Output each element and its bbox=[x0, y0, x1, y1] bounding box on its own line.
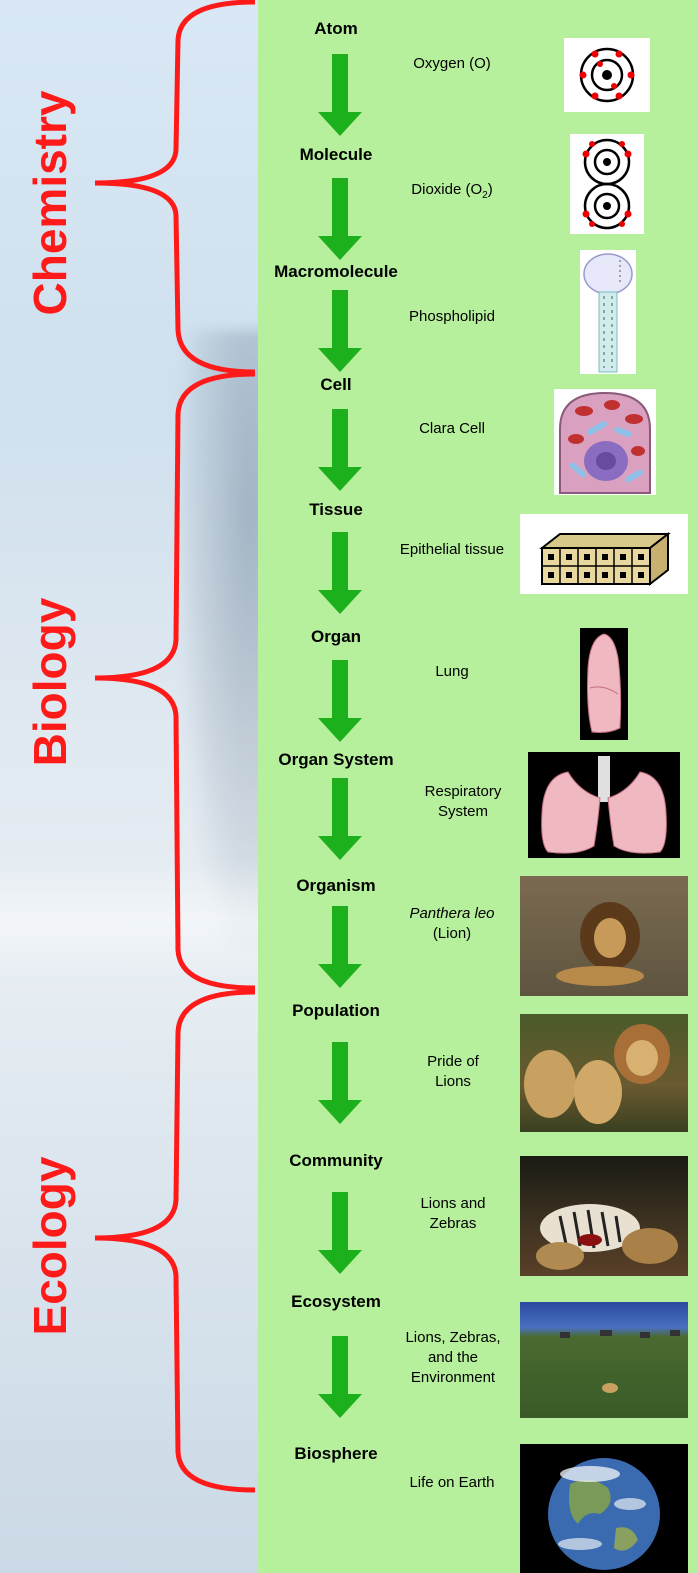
level-name-macromolecule: Macromolecule bbox=[246, 262, 426, 282]
arrow-down-icon bbox=[318, 1042, 362, 1124]
oxygen-atom-icon bbox=[564, 38, 650, 112]
level-name-cell: Cell bbox=[246, 375, 426, 395]
example-ecosystem: Lions, Zebras, and the Environment bbox=[398, 1328, 508, 1388]
example-community: Lions and Zebras bbox=[408, 1194, 498, 1234]
lions-zebras-photo bbox=[520, 1156, 688, 1276]
example-molecule: Dioxide (O2) bbox=[382, 180, 522, 206]
example-organ-system: Respiratory System bbox=[413, 782, 513, 822]
level-name-organ: Organ bbox=[246, 627, 426, 647]
example-macromolecule: Phospholipid bbox=[382, 307, 522, 327]
arrow-down-icon bbox=[318, 532, 362, 614]
example-tissue: Epithelial tissue bbox=[382, 540, 522, 560]
oxygen-molecule-icon bbox=[570, 134, 644, 234]
field-label-ecology: Ecology bbox=[22, 1076, 78, 1416]
phospholipid-icon bbox=[580, 250, 636, 374]
arrow-down-icon bbox=[318, 178, 362, 260]
arrow-down-icon bbox=[318, 1192, 362, 1274]
savanna-photo bbox=[520, 1302, 688, 1418]
arrow-down-icon bbox=[318, 906, 362, 988]
level-name-community: Community bbox=[246, 1151, 426, 1171]
hierarchy-panel: Atom Molecule Macromolecule Cell Tissue … bbox=[258, 0, 697, 1573]
level-name-molecule: Molecule bbox=[246, 145, 426, 165]
arrow-down-icon bbox=[318, 1336, 362, 1418]
example-population: Pride of Lions bbox=[413, 1052, 493, 1092]
arrow-down-icon bbox=[318, 409, 362, 491]
arrow-down-icon bbox=[318, 290, 362, 372]
respiratory-system-icon bbox=[528, 752, 680, 858]
pride-of-lions-photo bbox=[520, 1014, 688, 1132]
clara-cell-icon bbox=[554, 389, 656, 495]
level-name-biosphere: Biosphere bbox=[246, 1444, 426, 1464]
level-name-population: Population bbox=[246, 1001, 426, 1021]
example-atom: Oxygen (O) bbox=[382, 54, 522, 74]
ecology-bracket bbox=[95, 992, 255, 1490]
chemistry-bracket bbox=[95, 2, 255, 372]
earth-photo bbox=[520, 1444, 688, 1573]
lion-photo bbox=[520, 876, 688, 996]
example-biosphere: Life on Earth bbox=[382, 1473, 522, 1493]
level-name-organism: Organism bbox=[246, 876, 426, 896]
field-label-chemistry: Chemistry bbox=[22, 33, 78, 373]
epithelial-tissue-icon bbox=[520, 514, 688, 594]
biology-bracket bbox=[95, 374, 255, 988]
field-label-biology: Biology bbox=[22, 512, 78, 852]
level-name-ecosystem: Ecosystem bbox=[246, 1292, 426, 1312]
example-organ: Lung bbox=[382, 662, 522, 682]
example-organism: Panthera leo(Lion) bbox=[382, 904, 522, 944]
level-name-organ-system: Organ System bbox=[246, 750, 426, 770]
level-name-tissue: Tissue bbox=[246, 500, 426, 520]
arrow-down-icon bbox=[318, 778, 362, 860]
example-cell: Clara Cell bbox=[382, 419, 522, 439]
level-name-atom: Atom bbox=[246, 19, 426, 39]
lung-icon bbox=[580, 628, 628, 740]
arrow-down-icon bbox=[318, 660, 362, 742]
arrow-down-icon bbox=[318, 54, 362, 136]
